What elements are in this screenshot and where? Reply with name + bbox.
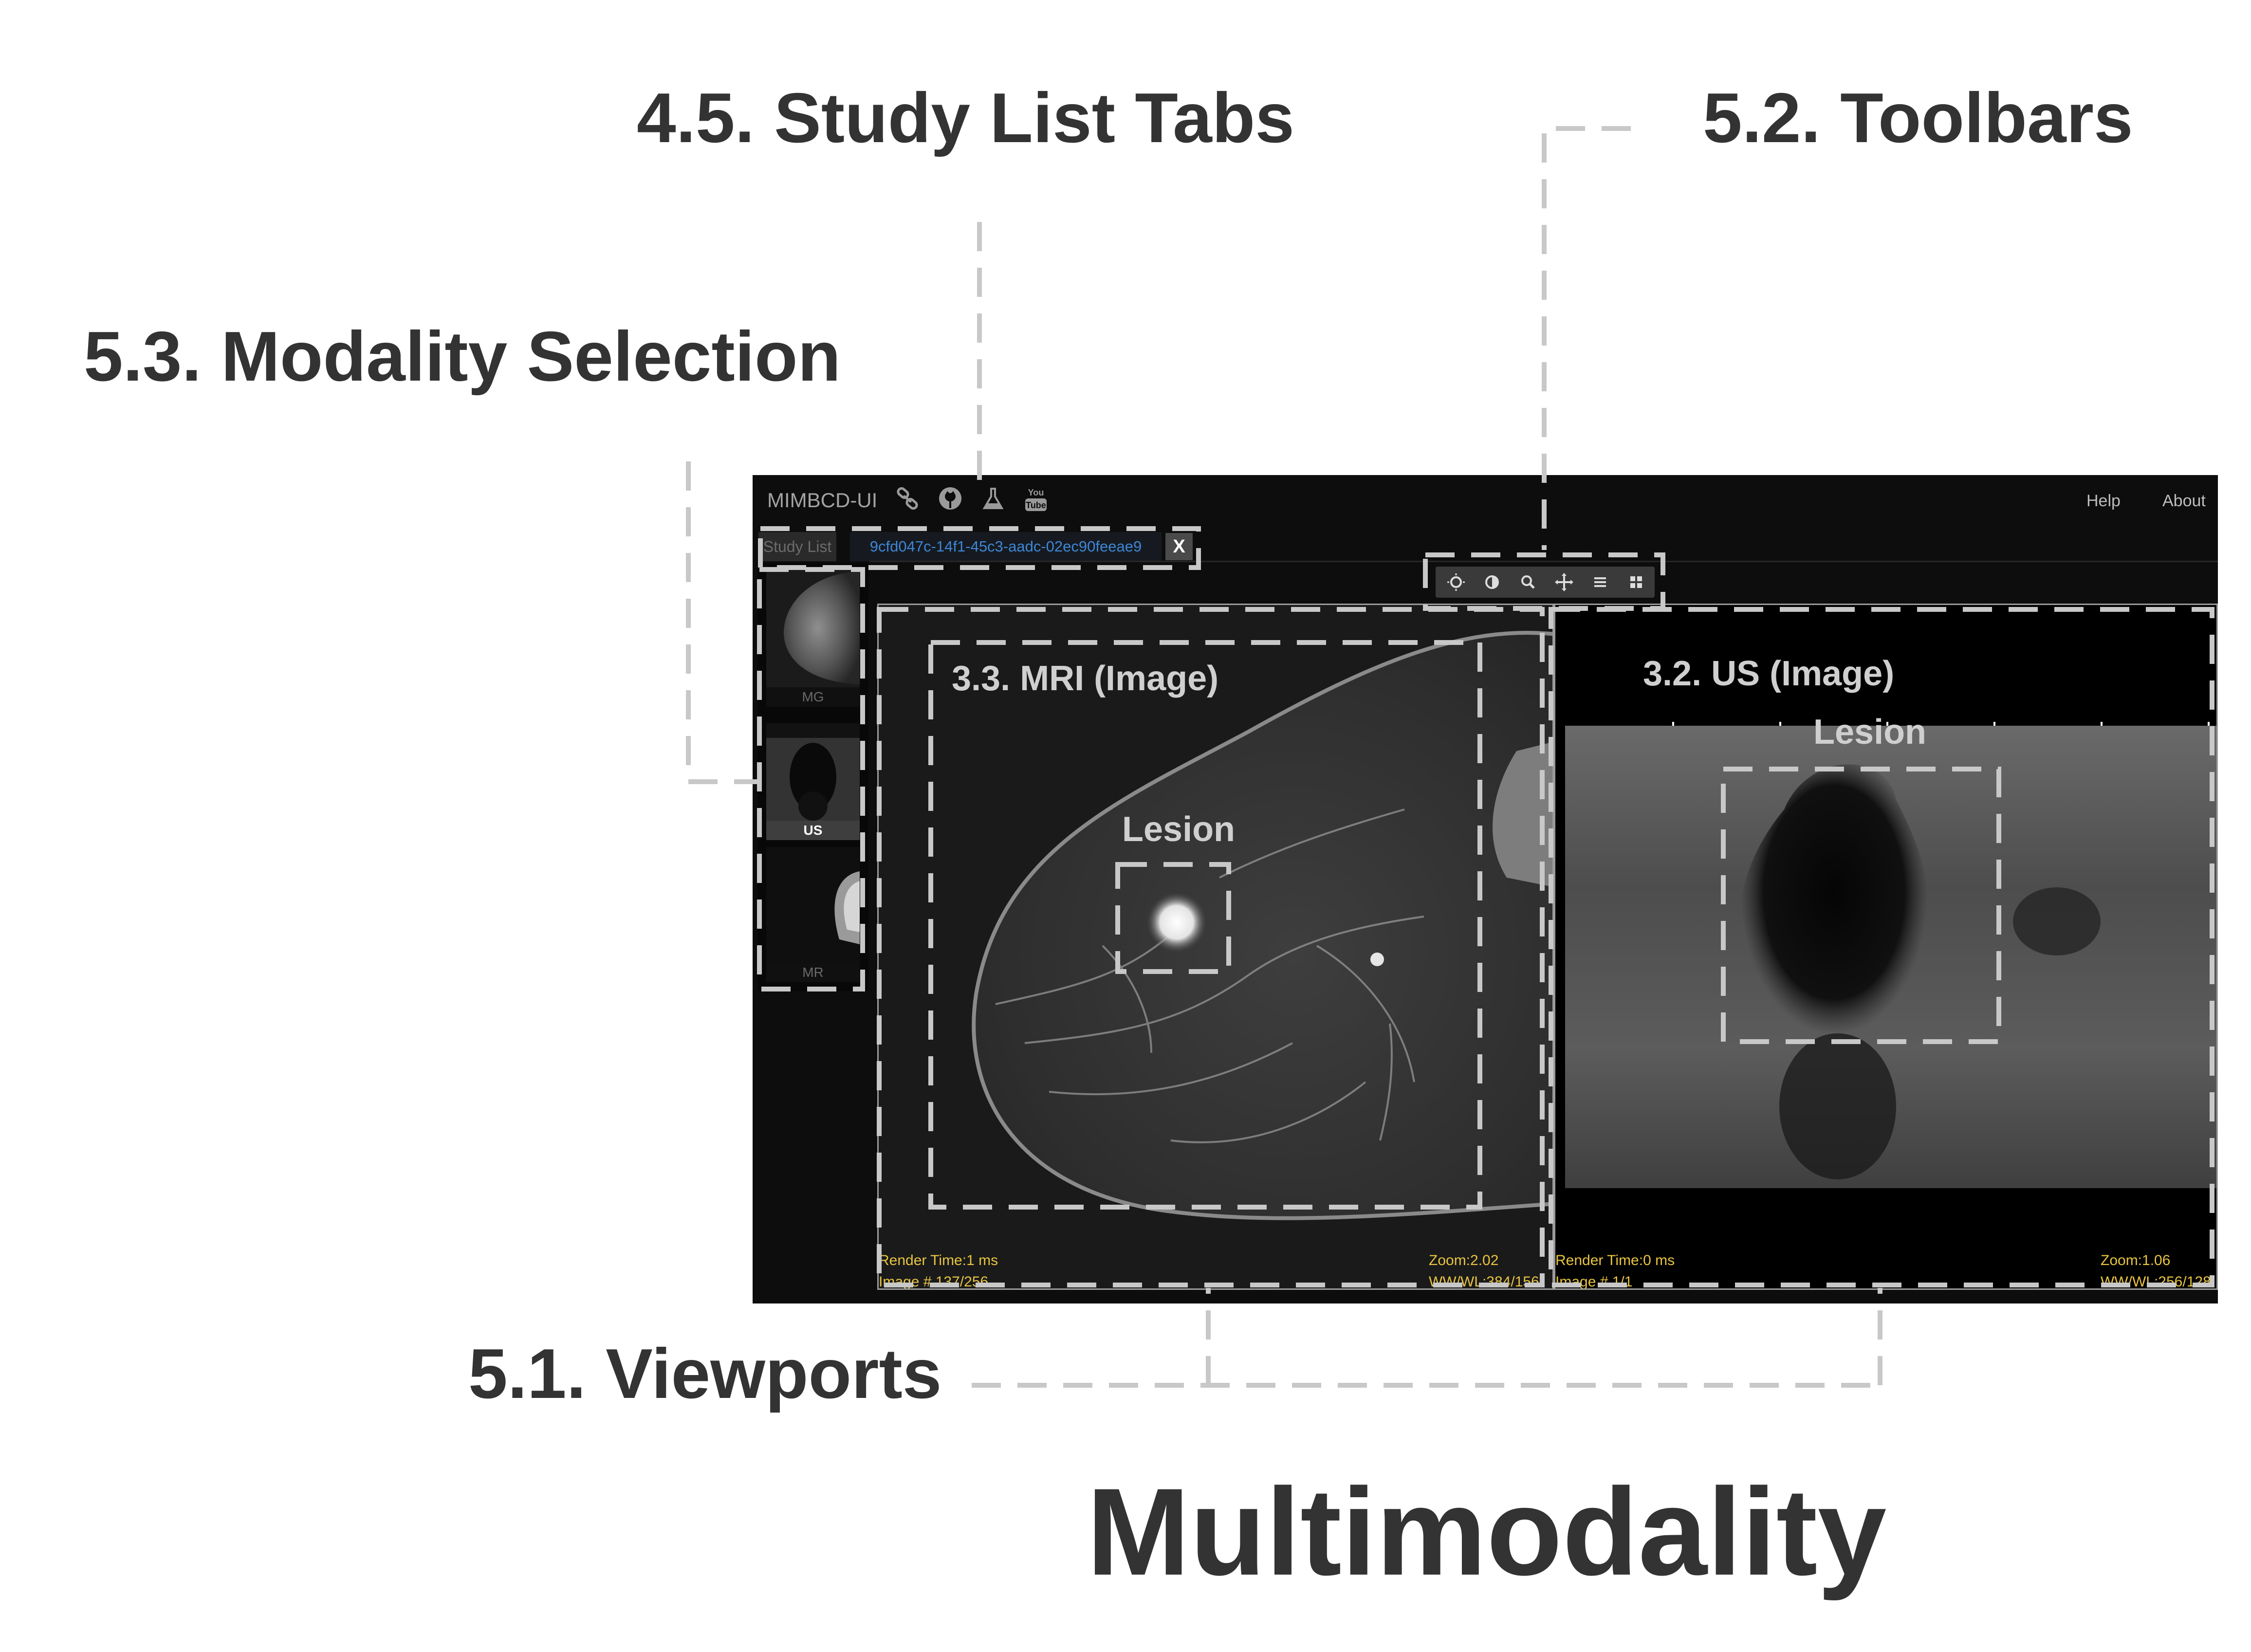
modality-sidebar: MG US MR [757,563,868,991]
viewport-us[interactable]: 3.2. US (Image) Lesion Render Time:0 ms … [1554,604,2218,1290]
invert-icon[interactable] [1476,567,1508,598]
mri-image-index: Image # 137/256 [879,1274,989,1290]
stack-scroll-icon[interactable] [1585,567,1616,598]
mri-wwwl: WW/WL:384/156 [1429,1274,1539,1290]
wwwc-icon[interactable] [1440,567,1472,598]
viewport-mri[interactable]: 3.3. MRI (Image) Lesion Render Time:1 ms… [877,604,1554,1290]
mri-lesion-label: Lesion [1122,810,1236,849]
tab-divider [869,561,2218,562]
tab-close-button[interactable]: X [1165,533,1193,560]
tab-study-id[interactable]: 9cfd047c-14f1-45c3-aadc-02ec90feeae9 [850,532,1162,561]
youtube-icon-bottom-text: Tube [1026,500,1046,510]
us-wwwl: WW/WL:256/128 [2101,1274,2211,1290]
leader-line-modality-selection [686,461,761,784]
callout-modality-selection: 5.3. Modality Selection [84,317,841,396]
toolbar [1436,567,1655,598]
us-lesion-label: Lesion [1813,713,1927,752]
mri-image-label: 3.3. MRI (Image) [952,659,1219,698]
us-image-index: Image # 1/1 [1555,1274,1633,1290]
callout-study-list-tabs: 4.5. Study List Tabs [637,78,1294,157]
thumbnail-label-us[interactable]: US [766,821,860,840]
link-icon[interactable] [895,486,920,511]
nav-about-link[interactable]: About [2162,492,2206,510]
diagram-title: Multimodality [1087,1463,1887,1601]
us-image-label: 3.2. US (Image) [1643,654,1895,693]
thumbnail-mg[interactable] [766,568,860,687]
callout-viewports: 5.1. Viewports [468,1334,942,1413]
github-icon[interactable] [938,486,963,511]
thumbnail-mr[interactable] [766,847,860,963]
nav-help-link[interactable]: Help [2086,492,2121,510]
callout-toolbars: 5.2. Toolbars [1703,78,2133,157]
layout-icon[interactable] [1621,567,1652,598]
pan-icon[interactable] [1549,567,1580,598]
thumbnail-us[interactable] [766,723,860,821]
mri-image [879,605,1552,1288]
flask-icon[interactable] [980,486,1006,511]
tab-study-list[interactable]: Study List [758,532,836,561]
mri-zoom: Zoom:2.02 [1429,1252,1499,1268]
youtube-icon-top-text: You [1028,488,1044,497]
app-screenshot: MIMBCD-UI You Tube Help About Study Lis [753,475,2218,1303]
us-render-time: Render Time:0 ms [1555,1252,1675,1268]
youtube-icon[interactable]: You Tube [1023,486,1049,511]
app-brand: MIMBCD-UI [767,489,878,512]
us-zoom: Zoom:1.06 [2101,1252,2171,1268]
us-image [1555,605,2216,1288]
thumbnail-label-mr[interactable]: MR [766,963,860,982]
thumbnail-label-mg[interactable]: MG [766,687,860,707]
zoom-icon[interactable] [1513,567,1544,598]
mri-render-time: Render Time:1 ms [879,1252,998,1268]
